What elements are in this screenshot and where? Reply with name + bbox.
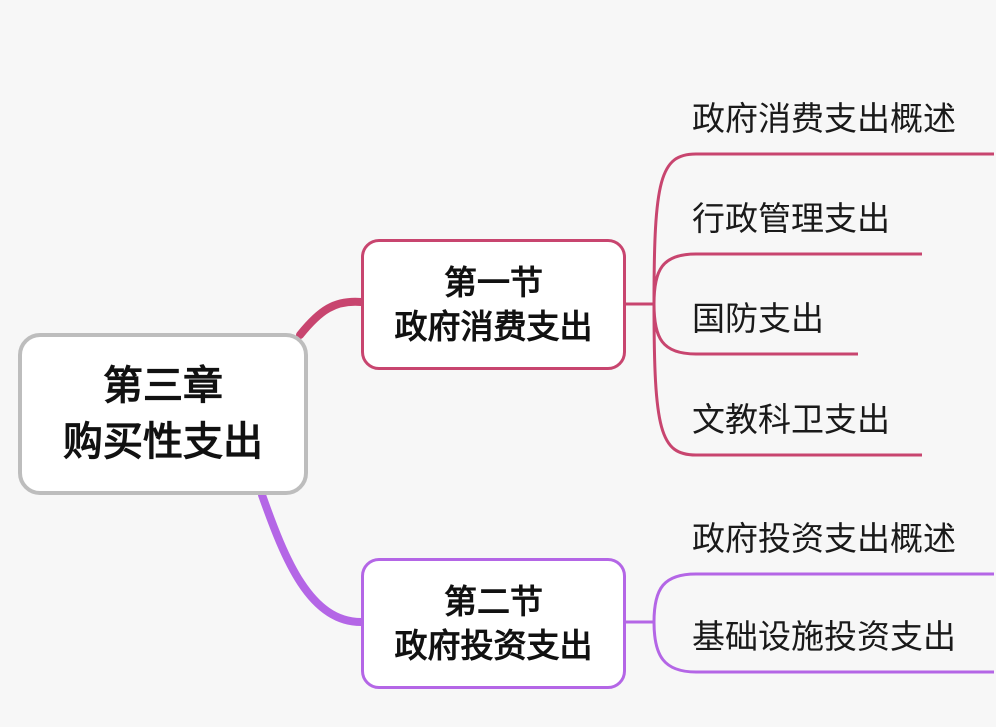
connector-root-to-section-2 bbox=[258, 491, 365, 626]
topic-government-investment-overview[interactable]: 政府投资支出概述 bbox=[692, 519, 956, 558]
root-topic-title: 购买性支出 bbox=[63, 419, 263, 465]
connector-section-1-topic-1 bbox=[652, 152, 994, 305]
section-1-node[interactable]: 第一节 政府消费支出 bbox=[361, 239, 626, 370]
connector-root-to-section-1 bbox=[296, 297, 365, 339]
connector-section-1-topic-2 bbox=[652, 252, 922, 305]
connector-section-2-topic-2 bbox=[652, 621, 994, 674]
topic-culture-education-science-health[interactable]: 文教科卫支出 bbox=[692, 400, 890, 439]
section-1-title: 政府消费支出 bbox=[394, 306, 593, 346]
section-2-title: 政府投资支出 bbox=[394, 625, 593, 665]
topic-administrative-expenditure[interactable]: 行政管理支出 bbox=[692, 199, 890, 238]
root-topic-chapter: 第三章 bbox=[103, 363, 223, 409]
connector-section-2-topic-1 bbox=[652, 572, 994, 623]
topic-government-consumption-overview[interactable]: 政府消费支出概述 bbox=[692, 99, 956, 138]
connector-section-1-topic-4 bbox=[652, 303, 922, 457]
topic-infrastructure-investment[interactable]: 基础设施投资支出 bbox=[692, 617, 956, 656]
root-topic-node[interactable]: 第三章 购买性支出 bbox=[18, 333, 308, 495]
section-1-number: 第一节 bbox=[444, 262, 543, 302]
section-2-node[interactable]: 第二节 政府投资支出 bbox=[361, 558, 626, 689]
topic-national-defense-expenditure[interactable]: 国防支出 bbox=[692, 299, 824, 338]
section-2-number: 第二节 bbox=[444, 581, 543, 621]
